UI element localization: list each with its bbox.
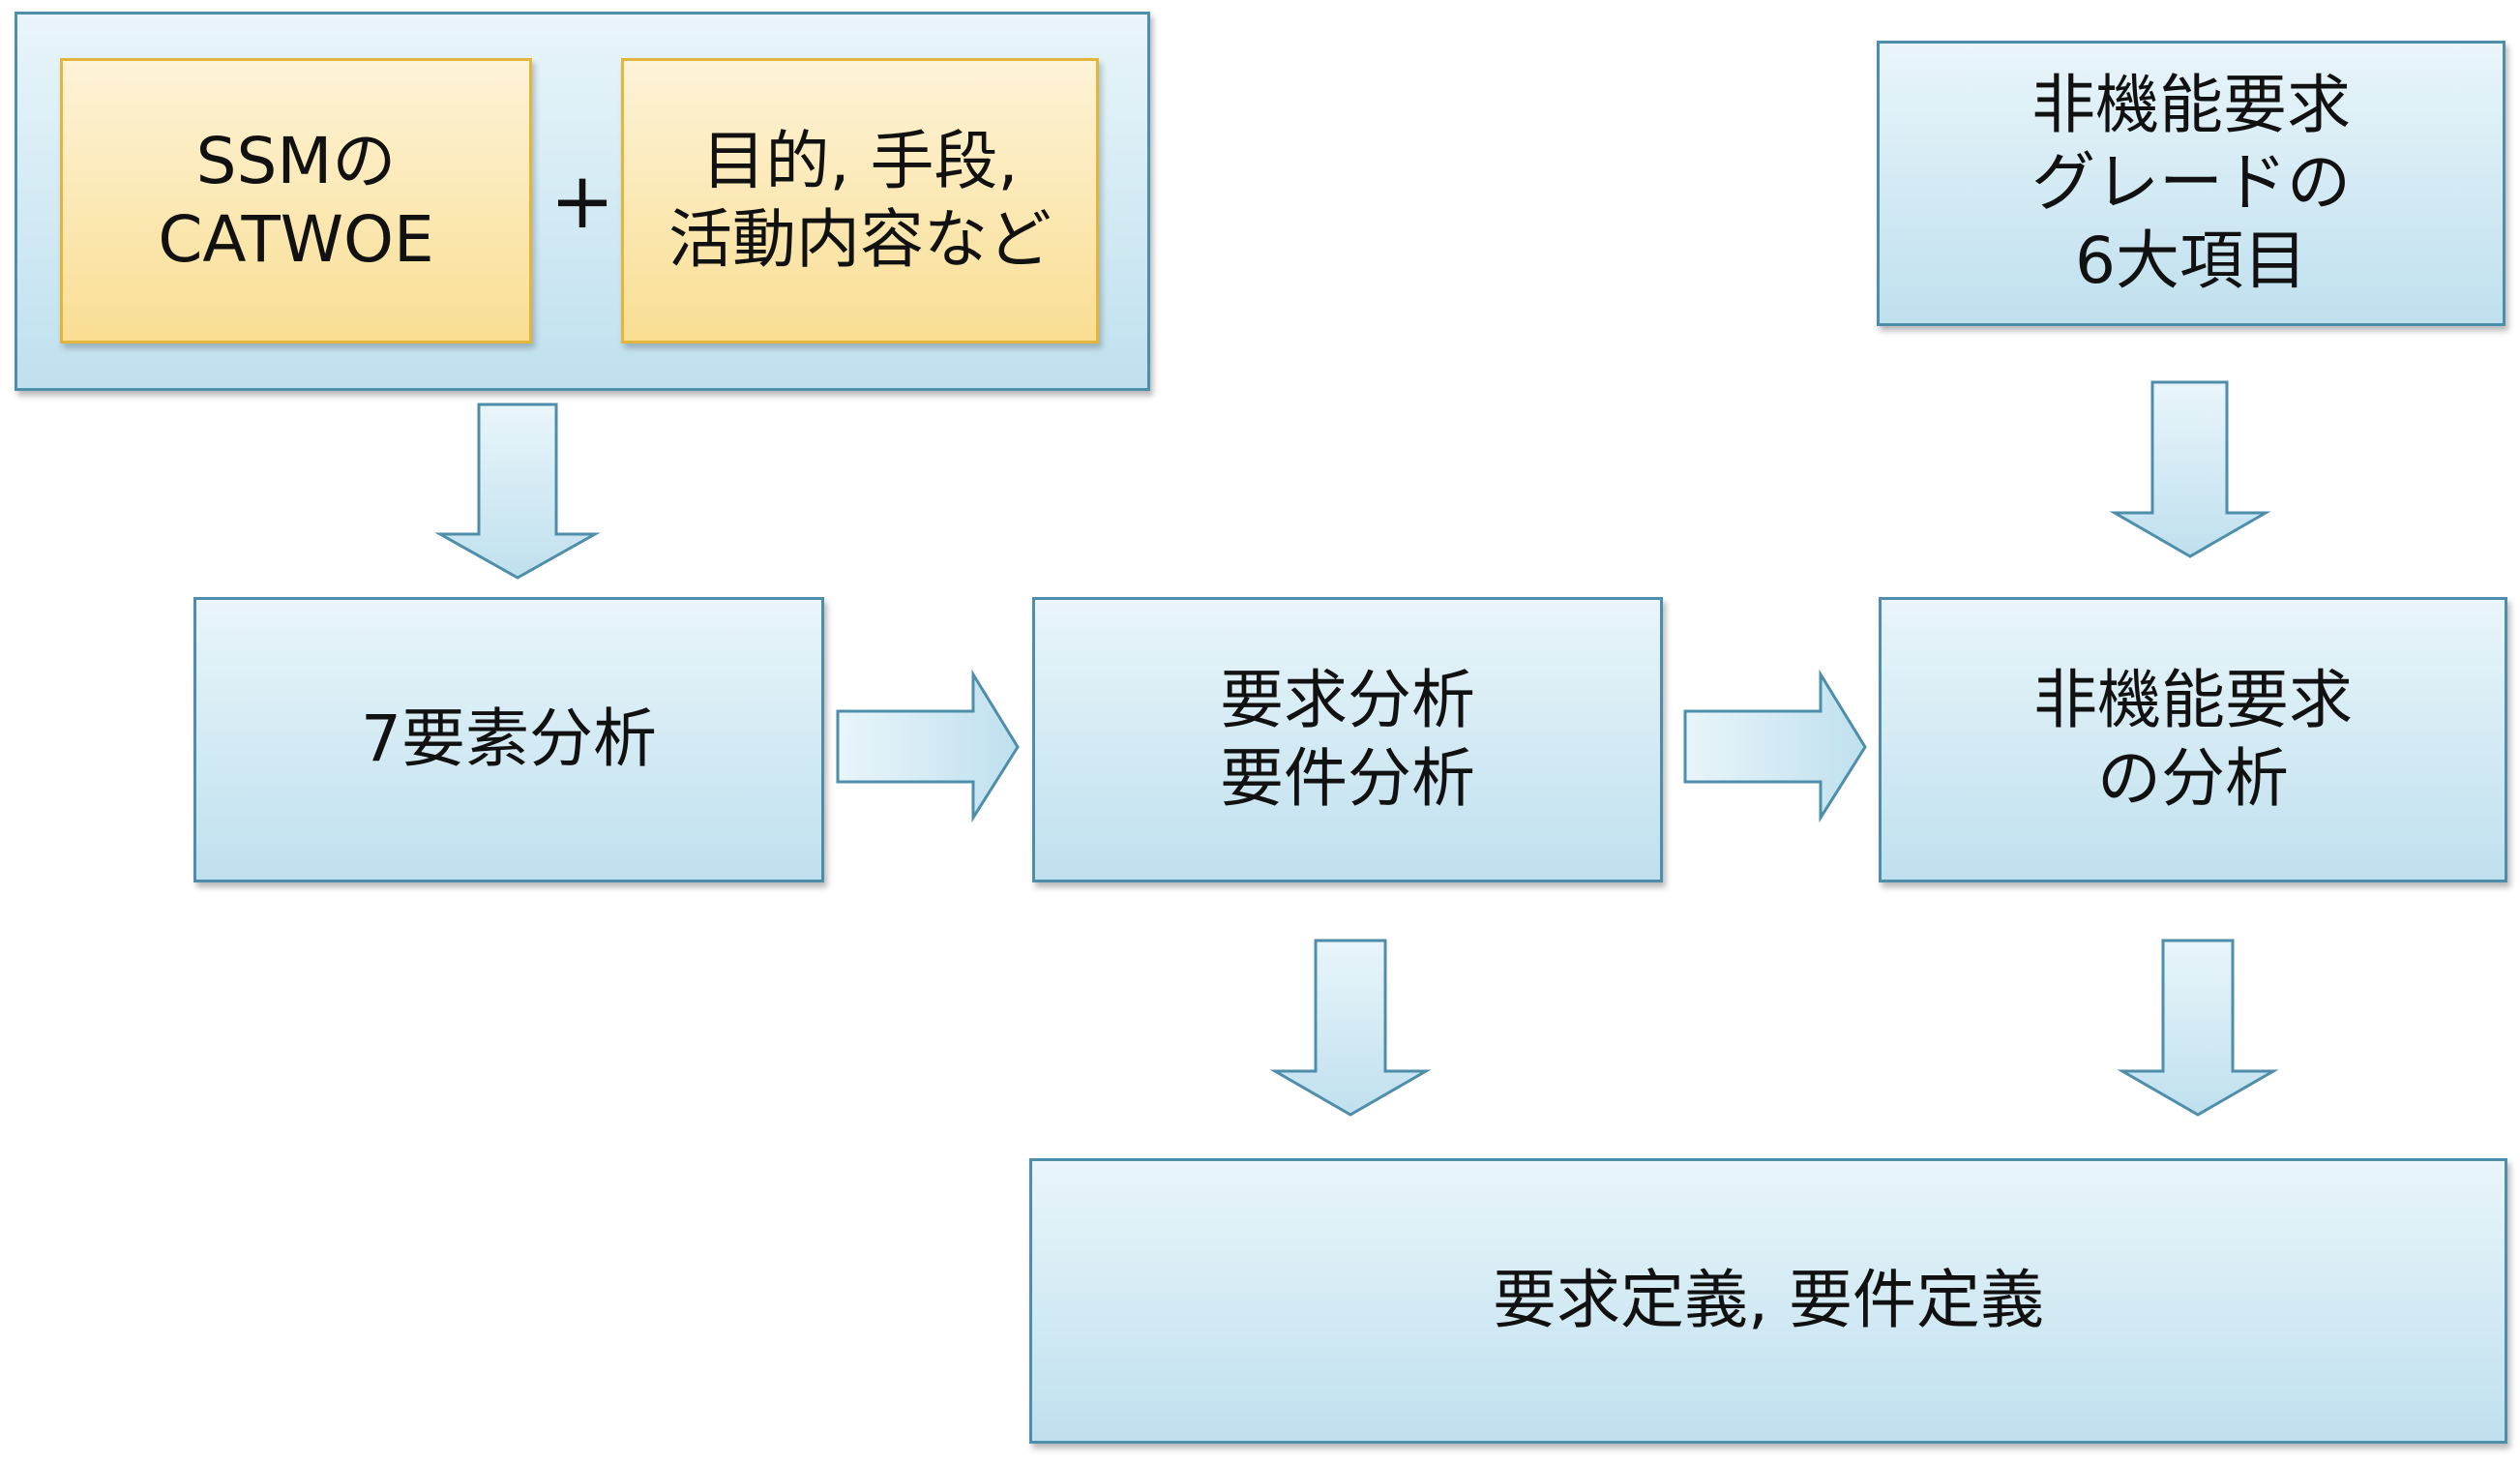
requirement-definition-label: 要求定義, 要件定義 bbox=[1493, 1263, 2044, 1338]
requirement-analysis-line1: 要求分析 bbox=[1220, 662, 1475, 737]
requirement-analysis-box: 要求分析 要件分析 bbox=[1032, 597, 1663, 882]
nonfunctional-grade-box: 非機能要求 グレードの 6大項目 bbox=[1877, 41, 2505, 326]
arrow-right-to-nonfunctional-analysis bbox=[1683, 669, 1867, 823]
nonfunctional-analysis-line2: の分析 bbox=[2097, 740, 2289, 816]
purpose-means-line2: 活動内容など bbox=[668, 201, 1052, 277]
requirement-definition-box: 要求定義, 要件定義 bbox=[1029, 1158, 2507, 1444]
arrow-down-to-seven-elements bbox=[434, 403, 601, 580]
plus-sign: + bbox=[549, 156, 615, 246]
nonfunctional-analysis-box: 非機能要求 の分析 bbox=[1879, 597, 2507, 882]
ssm-catwoe-line1: SSMの bbox=[195, 123, 397, 198]
requirement-analysis-line2: 要件分析 bbox=[1220, 740, 1475, 816]
seven-elements-analysis-box: 7要素分析 bbox=[193, 597, 824, 882]
arrow-down-from-requirement-analysis bbox=[1269, 939, 1432, 1117]
seven-elements-label: 7要素分析 bbox=[361, 702, 657, 777]
grade-line1: 非機能要求 bbox=[2031, 67, 2351, 142]
purpose-means-box: 目的, 手段, 活動内容など bbox=[621, 58, 1099, 344]
grade-line2: グレードの bbox=[2031, 145, 2351, 221]
arrow-down-to-nonfunctional-analysis bbox=[2109, 380, 2271, 558]
arrow-down-from-nonfunctional-analysis bbox=[2117, 939, 2279, 1117]
grade-line3: 6大項目 bbox=[2075, 223, 2307, 298]
purpose-means-line1: 目的, 手段, bbox=[701, 123, 1019, 198]
ssm-catwoe-line2: CATWOE bbox=[158, 201, 434, 277]
nonfunctional-analysis-line1: 非機能要求 bbox=[2033, 662, 2353, 737]
arrow-right-to-requirement-analysis bbox=[836, 669, 1020, 823]
ssm-catwoe-box: SSMの CATWOE bbox=[60, 58, 532, 344]
